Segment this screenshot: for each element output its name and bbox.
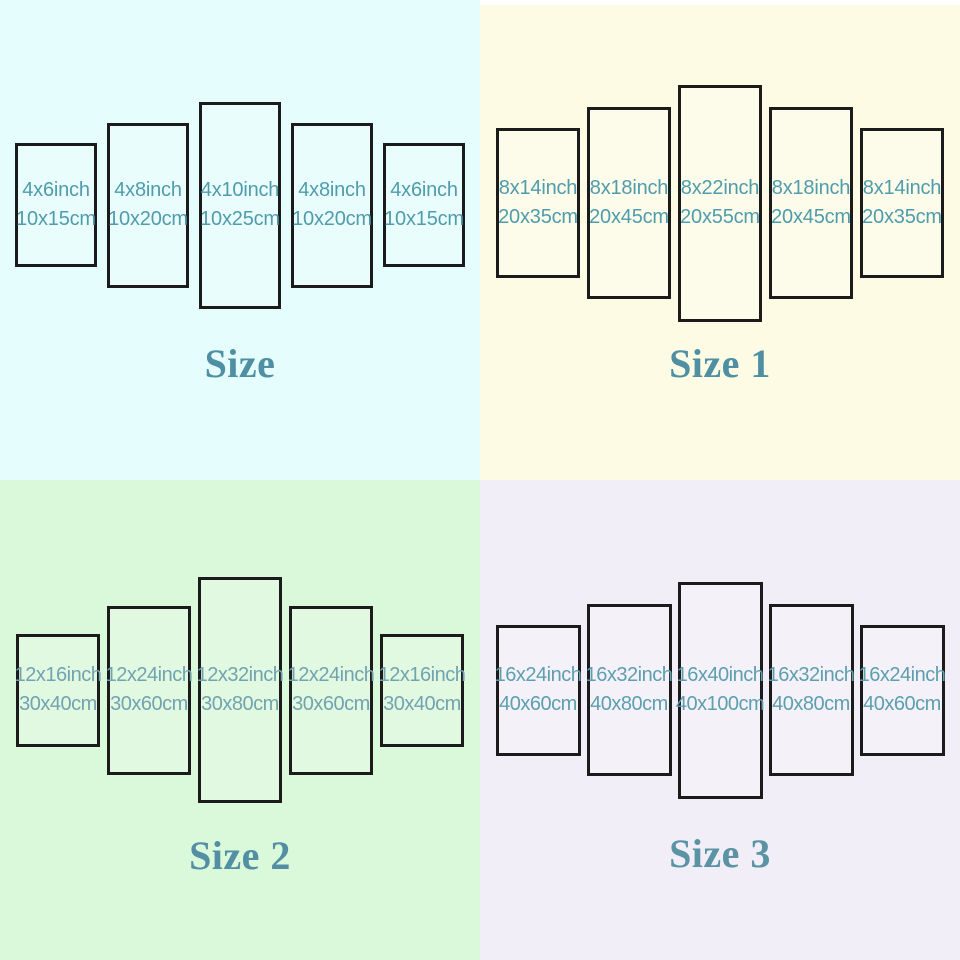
size-panel: 16x40inch 40x100cm (675, 581, 765, 799)
quadrant-title: Size 1 (669, 341, 771, 386)
panel-size-inch: 12x24inch (105, 664, 193, 686)
quadrant-size-3: 16x24inch 40x60cm 16x32inch 40x80cm 16x4… (480, 480, 960, 960)
panel-size-cm: 10x25cm (200, 208, 280, 230)
size-panel: 8x14inch 20x35cm (860, 128, 944, 278)
size-panel: 16x32inch 40x80cm (585, 604, 673, 776)
panel-size-inch: 16x32inch (585, 664, 673, 686)
panel-row: 4x6inch 10x15cm 4x8inch 10x20cm 4x10inch… (0, 0, 480, 410)
panel-size-cm: 40x80cm (772, 693, 850, 715)
panel-size-cm: 20x45cm (771, 206, 851, 228)
panel-row: 8x14inch 20x35cm 8x18inch 20x45cm 8x22in… (480, 0, 960, 406)
panel-size-inch: 12x16inch (14, 664, 102, 686)
panel-size-cm: 30x40cm (19, 693, 97, 715)
panel-size-cm: 40x80cm (590, 693, 668, 715)
size-panel: 16x24inch 40x60cm (858, 624, 946, 756)
panel-size-inch: 8x14inch (498, 177, 578, 199)
panel-row: 16x24inch 40x60cm 16x32inch 40x80cm 16x4… (480, 480, 960, 900)
size-panel: 12x16inch 30x40cm (378, 633, 466, 747)
size-panel: 8x18inch 20x45cm (769, 107, 853, 299)
panel-size-inch: 16x40inch (676, 664, 764, 686)
panel-size-cm: 30x60cm (292, 693, 370, 715)
panel-size-inch: 4x8inch (114, 179, 182, 201)
size-panel: 4x6inch 10x15cm (383, 143, 465, 267)
panel-size-inch: 12x16inch (378, 664, 466, 686)
size-panel: 12x16inch 30x40cm (14, 633, 102, 747)
panel-size-cm: 10x20cm (108, 208, 188, 230)
panel-size-inch: 8x18inch (589, 177, 669, 199)
panel-size-inch: 4x6inch (22, 179, 90, 201)
quadrant-size-2: 12x16inch 30x40cm 12x24inch 30x60cm 12x3… (0, 480, 480, 960)
panel-row: 12x16inch 30x40cm 12x24inch 30x60cm 12x3… (0, 480, 480, 900)
panel-size-cm: 10x20cm (292, 208, 372, 230)
panel-size-inch: 4x6inch (390, 179, 458, 201)
size-panel: 8x22inch 20x55cm (678, 84, 762, 322)
panel-size-cm: 40x60cm (863, 693, 941, 715)
panel-size-cm: 30x40cm (383, 693, 461, 715)
quadrant-title: Size 3 (669, 831, 771, 876)
panel-size-cm: 20x35cm (862, 206, 942, 228)
panel-size-inch: 8x14inch (862, 177, 942, 199)
panel-size-inch: 8x22inch (680, 177, 760, 199)
size-panel: 8x14inch 20x35cm (496, 128, 580, 278)
quadrant-title: Size 2 (189, 833, 291, 878)
size-panel: 4x8inch 10x20cm (291, 122, 373, 288)
panel-size-cm: 10x15cm (16, 208, 96, 230)
size-panel: 4x10inch 10x25cm (199, 101, 281, 309)
panel-size-inch: 12x24inch (287, 664, 375, 686)
size-panel: 12x24inch 30x60cm (105, 605, 193, 775)
panel-size-cm: 20x35cm (498, 206, 578, 228)
panel-size-cm: 30x80cm (201, 693, 279, 715)
panel-size-inch: 16x32inch (767, 664, 855, 686)
size-panel: 8x18inch 20x45cm (587, 107, 671, 299)
quadrant-title: Size (204, 341, 276, 386)
quadrant-size-1: 8x14inch 20x35cm 8x18inch 20x45cm 8x22in… (480, 0, 960, 480)
white-edge-artifact (480, 0, 960, 5)
panel-size-cm: 40x100cm (675, 693, 765, 715)
panel-size-inch: 16x24inch (858, 664, 946, 686)
panel-size-cm: 20x55cm (680, 206, 760, 228)
size-panel: 4x6inch 10x15cm (15, 143, 97, 267)
panel-size-cm: 40x60cm (499, 693, 577, 715)
panel-size-inch: 12x32inch (196, 664, 284, 686)
panel-size-inch: 4x8inch (298, 179, 366, 201)
panel-size-inch: 8x18inch (771, 177, 851, 199)
quadrant-size: 4x6inch 10x15cm 4x8inch 10x20cm 4x10inch… (0, 0, 480, 480)
panel-size-inch: 16x24inch (494, 664, 582, 686)
size-panel: 16x24inch 40x60cm (494, 624, 582, 756)
panel-size-cm: 10x15cm (384, 208, 464, 230)
size-panel: 16x32inch 40x80cm (767, 604, 855, 776)
size-panel: 12x32inch 30x80cm (196, 577, 284, 803)
size-panel: 4x8inch 10x20cm (107, 122, 189, 288)
panel-size-cm: 30x60cm (110, 693, 188, 715)
size-panel: 12x24inch 30x60cm (287, 605, 375, 775)
panel-size-cm: 20x45cm (589, 206, 669, 228)
panel-size-inch: 4x10inch (200, 179, 280, 201)
